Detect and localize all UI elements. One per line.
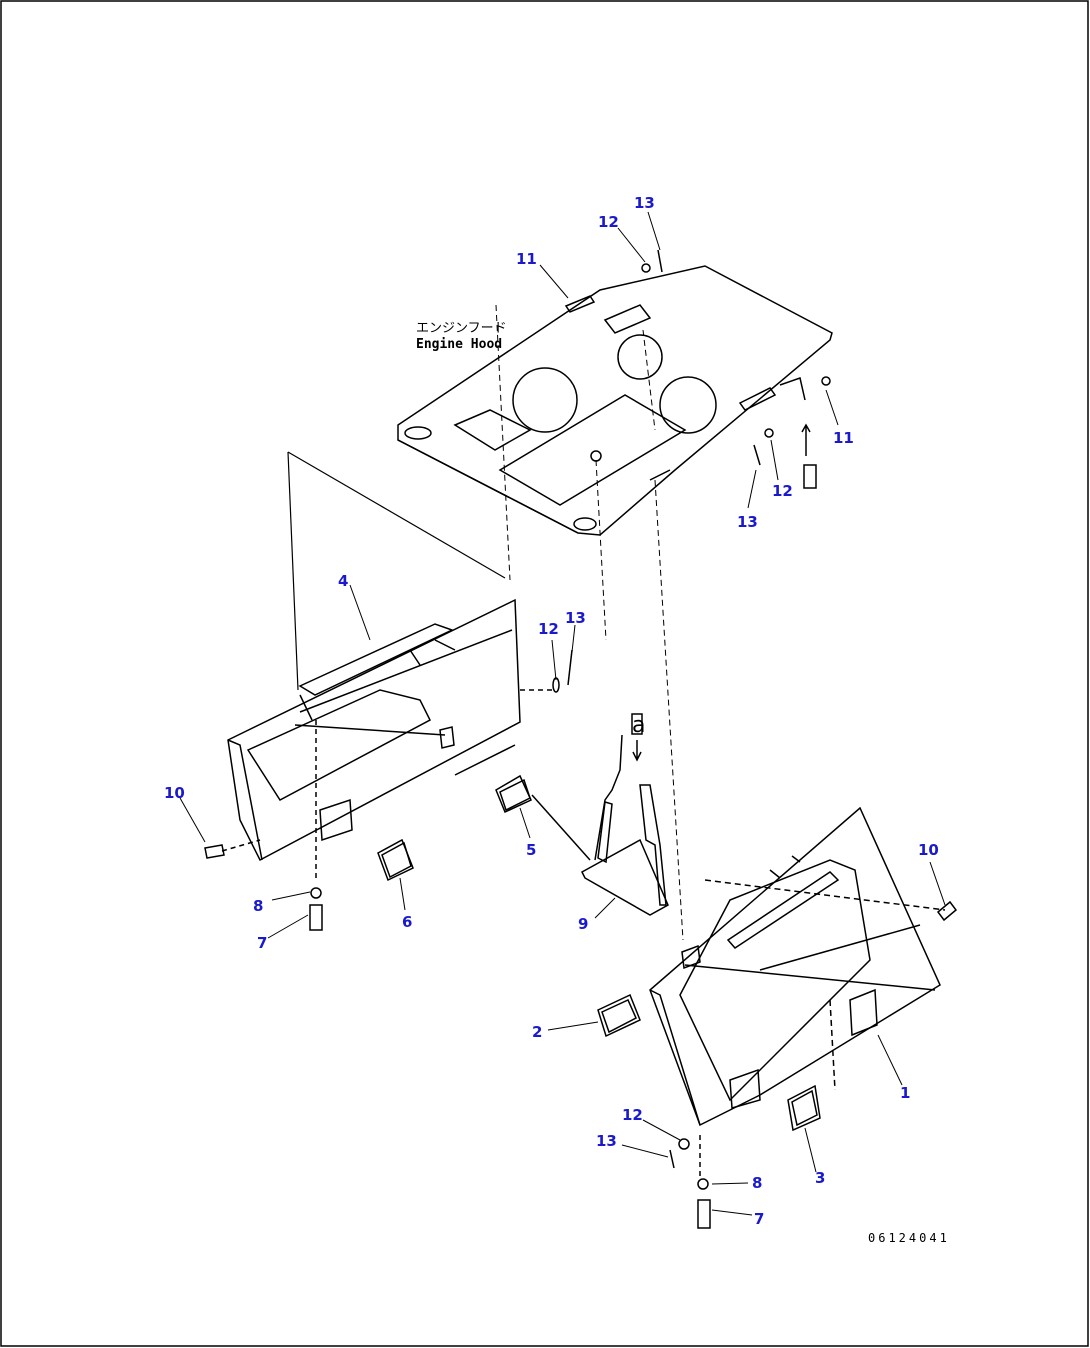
callout-13: 13 (565, 609, 586, 627)
callout-12: 12 (622, 1106, 643, 1124)
callout-1: 1 (900, 1084, 910, 1102)
hood-hardware (564, 249, 831, 489)
callout-7: 7 (257, 934, 267, 952)
gas-spring-assembly (531, 713, 669, 916)
callout-13: 13 (737, 513, 758, 531)
hood-label-en: Engine Hood (416, 337, 502, 352)
figure-code: 06124041 (868, 1231, 950, 1245)
callout-13: 13 (634, 194, 655, 212)
engine-hood (397, 265, 833, 536)
callout-12: 12 (538, 620, 559, 638)
leader-lines (179, 211, 946, 1216)
left-panel-hardware (204, 649, 573, 931)
arrow-marker-label: a (632, 713, 645, 738)
callout-8: 8 (253, 897, 263, 915)
callout-12: 12 (598, 213, 619, 231)
callout-11: 11 (833, 429, 854, 447)
callout-3: 3 (815, 1169, 825, 1187)
callout-12: 12 (772, 482, 793, 500)
callout-4: 4 (338, 572, 348, 590)
right-panel-hardware (597, 900, 958, 1229)
hood-label-jp: エンジンフード (416, 321, 507, 336)
callout-8: 8 (752, 1174, 762, 1192)
callout-7: 7 (754, 1210, 764, 1228)
left-panel-extents (287, 451, 506, 691)
callout-10: 10 (918, 841, 939, 859)
callout-5: 5 (526, 841, 536, 859)
callout-9: 9 (578, 915, 588, 933)
hood-phantom-lines (495, 304, 684, 941)
left-side-panel (227, 598, 521, 862)
callout-6: 6 (402, 913, 412, 931)
callout-11: 11 (516, 250, 537, 268)
callout-2: 2 (532, 1023, 542, 1041)
right-side-panel (649, 806, 946, 1127)
callout-10: 10 (164, 784, 185, 802)
callout-13: 13 (596, 1132, 617, 1150)
